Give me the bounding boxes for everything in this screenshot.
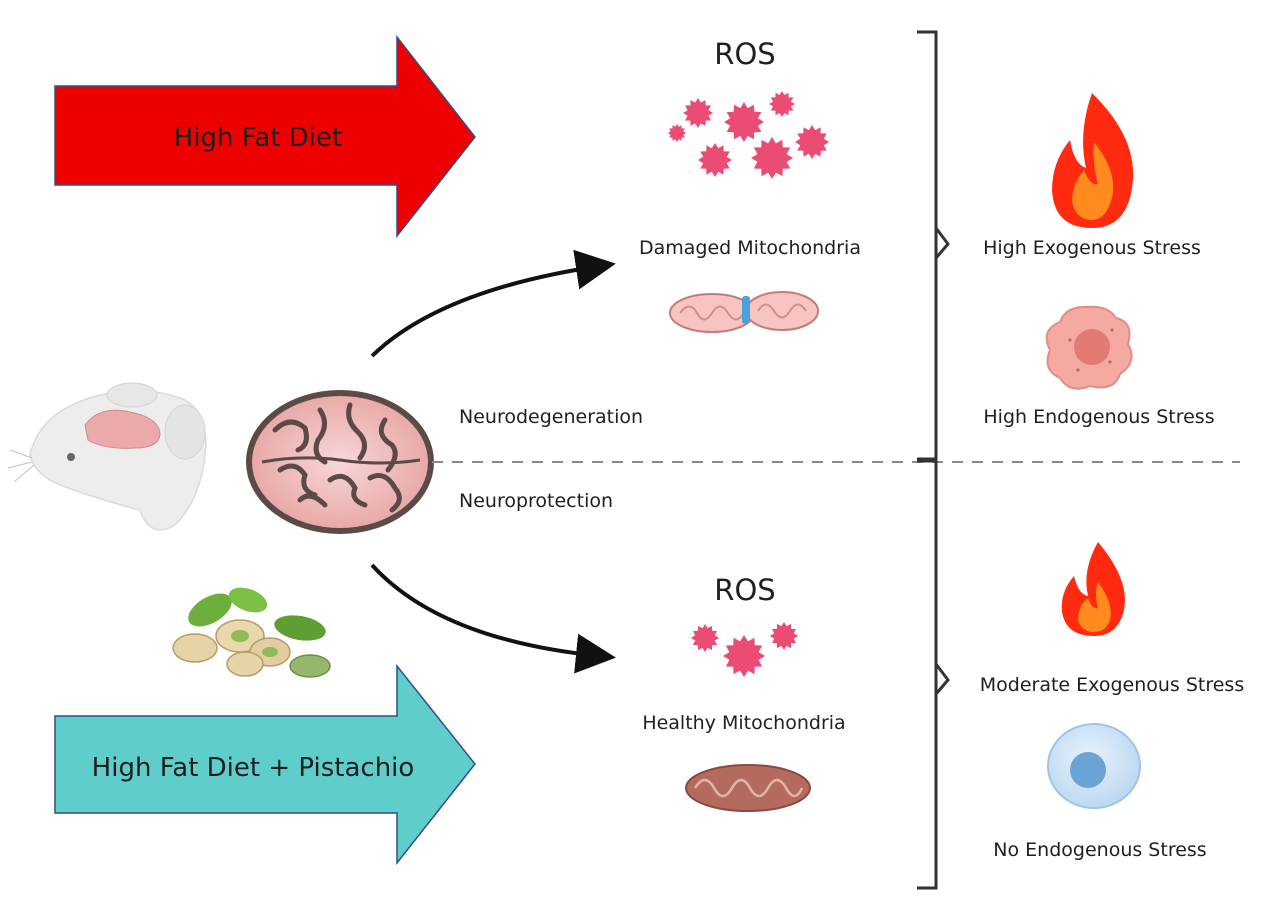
ros-particle — [698, 143, 732, 177]
high-fat-diet-arrow: High Fat Diet — [54, 34, 476, 239]
high-fat-diet-label: High Fat Diet — [174, 123, 342, 153]
ros-bottom-label: ROS — [714, 573, 775, 607]
arrow-to-healthy — [370, 563, 616, 674]
ros-particle — [795, 125, 829, 159]
ros-particle — [724, 102, 764, 142]
mouse-icon — [7, 382, 207, 531]
neurodegeneration-label: Neurodegeneration — [459, 406, 643, 428]
high-fat-diet-pistachio-arrow: High Fat Diet + Pistachio — [54, 663, 476, 866]
ros-particle — [683, 98, 713, 128]
healthy-mitochondria-label: Healthy Mitochondria — [642, 712, 845, 734]
pistachio-icon — [172, 587, 331, 678]
neuroprotection-label: Neuroprotection — [459, 490, 613, 512]
ros-particle — [691, 624, 719, 652]
high-endogenous-stress-label: High Endogenous Stress — [983, 406, 1214, 428]
ros-particle — [751, 137, 793, 179]
moderate-exogenous-stress-label: Moderate Exogenous Stress — [980, 674, 1244, 696]
damaged-mitochondria-label: Damaged Mitochondria — [639, 237, 861, 259]
flame-icon-large — [1052, 93, 1134, 228]
healthy-mitochondria-icon — [685, 764, 811, 812]
high-exogenous-stress-label: High Exogenous Stress — [983, 237, 1201, 259]
ros-top-label: ROS — [714, 37, 775, 71]
healthy-cell-icon — [1047, 723, 1141, 809]
brain-section-icon — [246, 390, 434, 534]
ros-particle — [668, 124, 686, 142]
high-fat-diet-pistachio-label: High Fat Diet + Pistachio — [92, 753, 415, 783]
stressed-cell-icon — [1045, 305, 1133, 390]
ros-cluster-bottom — [691, 622, 798, 677]
arrow-to-damaged — [370, 249, 616, 358]
ros-cluster-top — [668, 91, 829, 179]
damaged-mitochondria-icon — [669, 291, 819, 333]
ros-particle — [723, 635, 765, 677]
ros-particle — [769, 91, 795, 117]
no-endogenous-stress-label: No Endogenous Stress — [993, 839, 1206, 861]
ros-particle — [770, 622, 798, 650]
bracket — [917, 30, 950, 890]
flame-icon-small — [1061, 542, 1125, 636]
